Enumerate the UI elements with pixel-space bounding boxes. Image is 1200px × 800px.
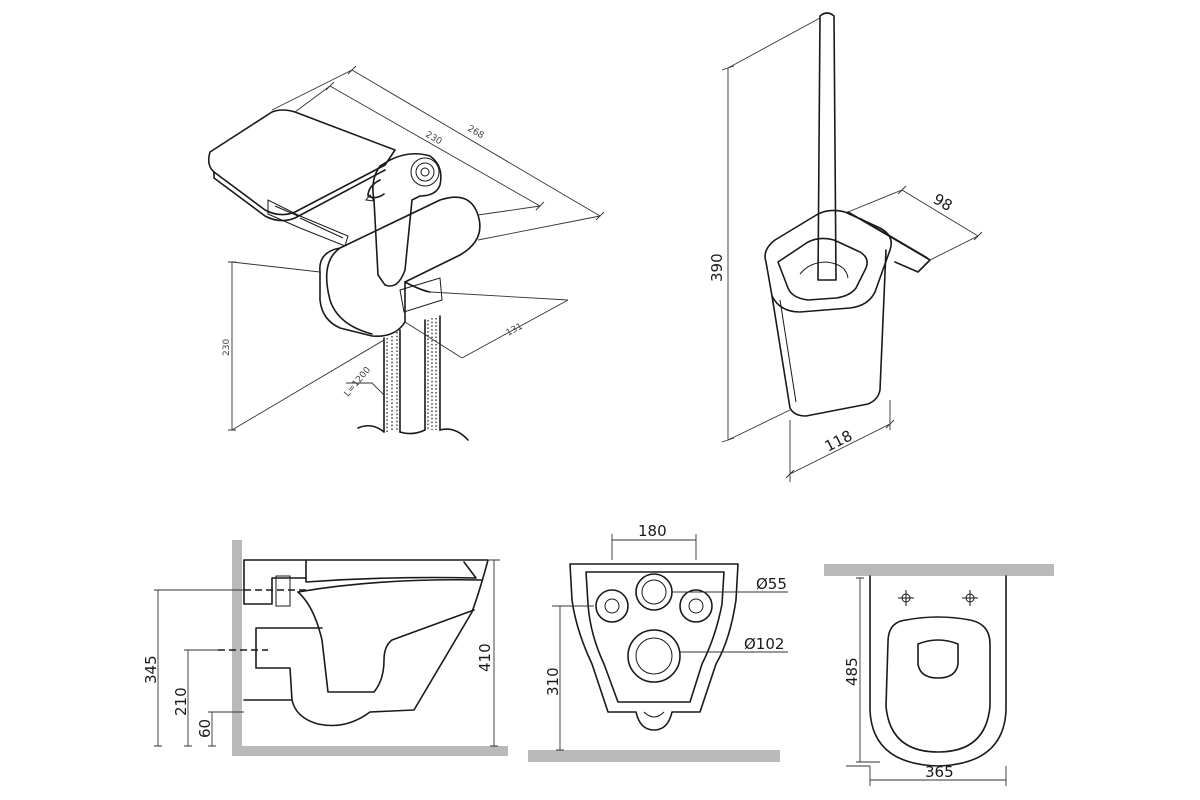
dim-back-large-hole: Ø102 — [744, 635, 784, 653]
hole-drain — [627, 629, 681, 683]
brush-cup — [771, 249, 887, 417]
dim-back-small-hole: Ø55 — [756, 575, 787, 593]
side-wall — [232, 540, 242, 756]
dim-sprayer-body: 131 — [505, 322, 525, 339]
top-wall — [824, 564, 1054, 576]
toilet-top-outline — [869, 575, 1007, 767]
cup-rim — [764, 209, 893, 313]
dim-side-drain-height: 210 — [172, 687, 190, 716]
toilet-top-opening — [917, 639, 959, 679]
sprayer-trigger — [367, 179, 385, 199]
hose-length-label: L=1200 — [343, 365, 374, 399]
toilet-brush-holder: 390 98 118 — [708, 12, 983, 482]
hose-right — [424, 315, 441, 431]
dim-side-depth: 410 — [476, 643, 494, 672]
hole-center-top — [635, 573, 673, 611]
dim-brush-height: 390 — [708, 253, 726, 282]
hole-right — [679, 589, 713, 623]
hole-left — [595, 589, 629, 623]
brush-handle — [817, 12, 837, 281]
dim-top-length: 485 — [843, 657, 861, 686]
toilet-back-view: 180 Ø55 Ø102 310 — [528, 522, 788, 762]
dim-side-total-height: 345 — [142, 655, 160, 684]
wall-plate — [847, 211, 931, 273]
side-floor — [232, 746, 508, 756]
dim-back-hole-spacing: 180 — [638, 522, 667, 540]
shelf-edge — [213, 169, 386, 222]
toilet-top-seat — [885, 616, 991, 753]
sprayer-head — [410, 157, 440, 187]
shelf-top — [207, 109, 396, 216]
shelf-bracket — [267, 199, 349, 247]
toilet-side-bowl — [243, 559, 489, 727]
toilet-back-outline — [569, 563, 739, 731]
dim-brush-depth: 98 — [930, 190, 956, 215]
toilet-side-trap — [297, 591, 475, 693]
toilet-side-rim — [305, 559, 477, 583]
toilet-top-view: 485 365 — [824, 564, 1054, 786]
dim-side-lower-bolt: 60 — [196, 719, 214, 738]
hose-left — [383, 329, 401, 433]
dim-back-height: 310 — [544, 667, 562, 696]
dim-top-width: 365 — [925, 763, 954, 781]
dim-brush-width: 118 — [822, 427, 856, 456]
hand-sprayer — [372, 152, 442, 287]
hygienic-shower-set: 230 268 230 131 L=1200 — [207, 65, 605, 441]
back-floor — [528, 750, 780, 762]
toilet-side-view: 345 210 60 410 — [142, 540, 508, 756]
wall-connector-body — [319, 196, 481, 338]
dim-sprayer-height: 230 — [222, 339, 232, 356]
